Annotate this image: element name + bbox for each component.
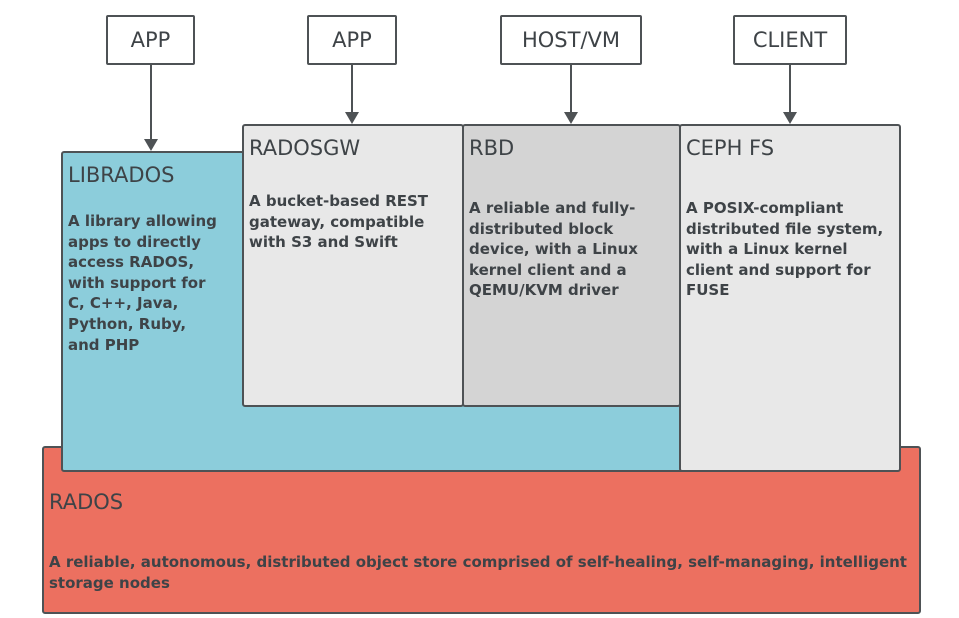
app-input-box: APP — [307, 15, 397, 65]
cephfs-box: CEPH FS A POSIX-compliant distributed fi… — [679, 124, 901, 472]
librados-title: LIBRADOS — [68, 163, 175, 187]
client-input-box: CLIENT — [733, 15, 847, 65]
arrow-line — [351, 65, 353, 113]
arrow-line — [570, 65, 572, 113]
rbd-box: RBD A reliable and fully-distributed blo… — [462, 124, 681, 407]
arrow-head — [144, 139, 158, 151]
rados-box: RADOS A reliable, autonomous, distribute… — [42, 446, 921, 614]
rbd-title: RBD — [469, 136, 515, 160]
librados-description: A library allowing apps to directly acce… — [68, 212, 217, 354]
host-vm-input-box: HOST/VM — [500, 15, 642, 65]
radosgw-title: RADOSGW — [249, 136, 361, 160]
radosgw-box: RADOSGW A bucket-based REST gateway, com… — [242, 124, 464, 407]
radosgw-description: A bucket-based REST gateway, compatible … — [249, 192, 429, 252]
rados-description: A reliable, autonomous, distributed obje… — [49, 553, 907, 592]
cephfs-description: A POSIX-compliant distributed file syste… — [686, 199, 884, 300]
arrow-head — [345, 112, 359, 124]
arrow-head — [564, 112, 578, 124]
app-input-box: APP — [106, 15, 195, 65]
cephfs-title: CEPH FS — [686, 136, 775, 160]
rbd-description: A reliable and fully-distributed block d… — [469, 199, 638, 300]
arrow-head — [783, 112, 797, 124]
arrow-line — [789, 65, 791, 113]
rados-title: RADOS — [49, 490, 124, 514]
arrow-line — [150, 65, 152, 140]
